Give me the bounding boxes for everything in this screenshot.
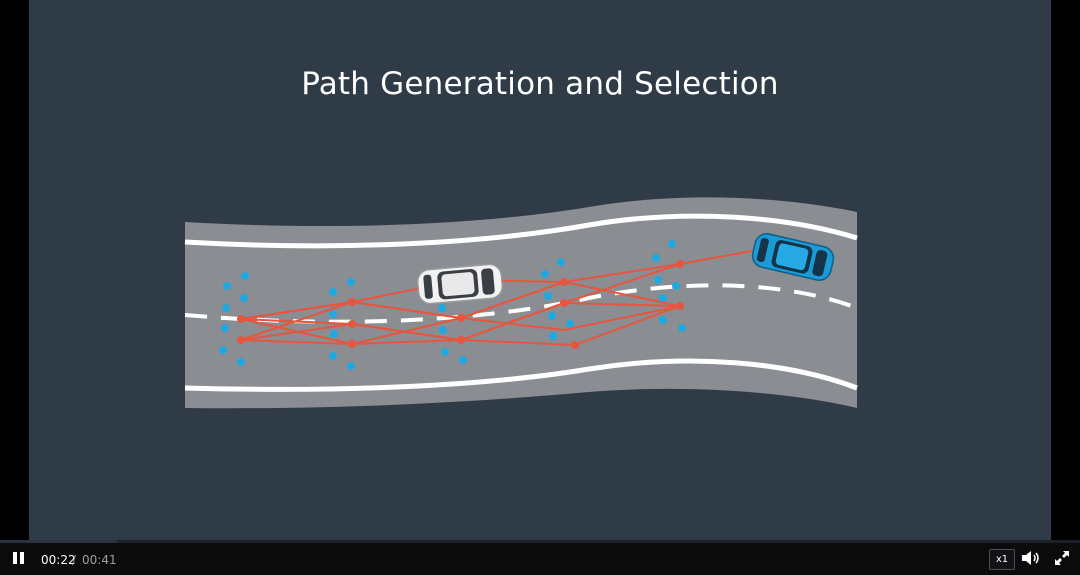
path-node — [237, 315, 245, 323]
sample-point — [330, 330, 338, 338]
sample-point — [329, 352, 337, 360]
sample-point — [668, 240, 676, 248]
sample-point — [566, 320, 574, 328]
sample-point — [672, 282, 680, 290]
sample-point — [241, 272, 249, 280]
sample-point — [223, 282, 231, 290]
sample-point — [441, 348, 449, 356]
sample-points — [219, 240, 686, 370]
path-line — [240, 278, 565, 320]
path-node — [237, 336, 245, 344]
sample-point — [221, 324, 229, 332]
playback-speed-button[interactable]: x1 — [989, 549, 1015, 570]
current-time: 00:22 — [41, 553, 76, 567]
path-node — [676, 302, 684, 310]
fullscreen-button[interactable] — [1054, 550, 1070, 566]
volume-button[interactable] — [1021, 550, 1041, 566]
volume-icon — [1022, 551, 1039, 565]
sample-point — [237, 358, 245, 366]
slide-title: Path Generation and Selection — [301, 66, 779, 102]
path-node — [348, 298, 356, 306]
progress-fill — [0, 540, 117, 543]
sample-point — [240, 294, 248, 302]
sample-point — [329, 288, 337, 296]
path-node — [348, 320, 356, 328]
sample-point — [439, 326, 447, 334]
road-edge-bottom — [184, 358, 858, 392]
sample-point — [557, 258, 565, 266]
path-node — [348, 340, 356, 348]
pause-button[interactable] — [10, 551, 26, 567]
sample-point — [544, 292, 552, 300]
sample-point — [678, 324, 686, 332]
sample-point — [459, 356, 467, 364]
road-surface — [185, 197, 857, 409]
fullscreen-icon — [1055, 551, 1069, 565]
sample-point — [549, 332, 557, 340]
path-node — [457, 314, 465, 322]
sample-point — [222, 304, 230, 312]
path-node — [560, 299, 568, 307]
path-node — [560, 278, 568, 286]
target-car — [751, 233, 835, 281]
road-edge-top — [184, 213, 858, 249]
sample-point — [654, 276, 662, 284]
sample-point — [219, 346, 227, 354]
sample-point — [347, 362, 355, 370]
sample-point — [548, 312, 556, 320]
path-node — [676, 260, 684, 268]
video-frame[interactable]: Path Generation and Selection — [29, 0, 1051, 540]
path-node — [457, 336, 465, 344]
sample-point — [652, 254, 660, 262]
control-bar: 00:22 / 00:41 x1 — [0, 540, 1080, 575]
ego-car — [416, 263, 504, 305]
sample-point — [659, 316, 667, 324]
total-time: 00:41 — [82, 553, 117, 567]
pause-icon-bar — [20, 552, 24, 564]
sample-point — [659, 294, 667, 302]
lane-divider — [184, 283, 858, 324]
progress-bar[interactable] — [0, 540, 1080, 543]
pause-icon — [13, 552, 17, 564]
sample-point — [329, 310, 337, 318]
sample-point — [347, 278, 355, 286]
time-separator: / — [72, 553, 77, 567]
path-node — [571, 341, 579, 349]
sample-point — [438, 304, 446, 312]
sample-point — [541, 270, 549, 278]
road-scene — [184, 197, 858, 409]
path-nodes — [237, 260, 684, 349]
